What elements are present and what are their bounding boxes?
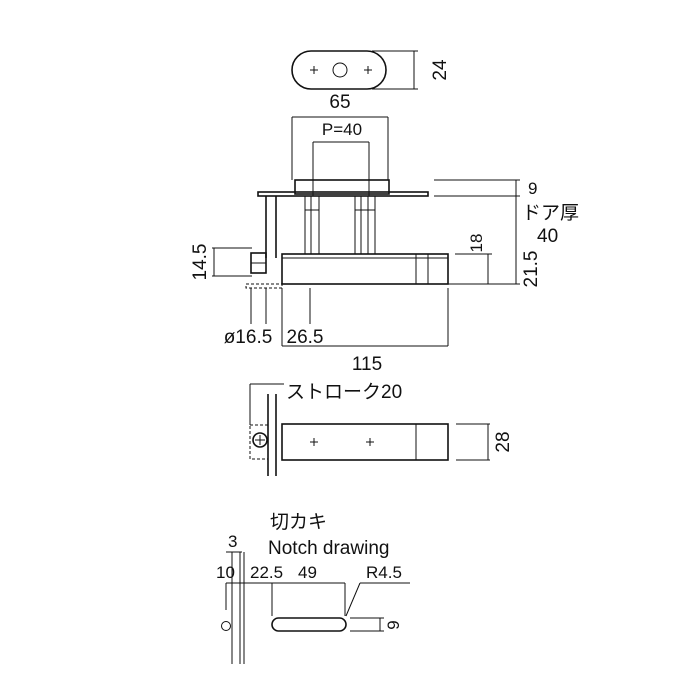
dim-18-label: 18	[467, 234, 486, 253]
knob-front-circle	[252, 432, 268, 448]
dim-49-label: 49	[298, 563, 317, 582]
latch-front-body	[281, 423, 449, 461]
dim-9-notch-label: 9	[384, 620, 403, 629]
knob-hidden-box	[249, 424, 269, 460]
door-thickness-label: ドア厚	[522, 203, 579, 224]
top-view: 24	[291, 50, 451, 90]
center-hole	[332, 62, 348, 78]
leader-r4-5-diag	[345, 582, 361, 617]
screw-post-left	[304, 195, 320, 255]
dim-r4-5-label: R4.5	[366, 563, 402, 582]
stroke-label: ストローク20	[286, 381, 402, 403]
dim-115-label: 115	[352, 354, 382, 375]
dim-10-label: 10	[216, 563, 235, 582]
mounting-plate	[257, 191, 429, 197]
dim-65-label: 65	[329, 92, 350, 113]
notch-title-jp: 切カキ	[270, 512, 327, 533]
latch-body	[281, 253, 449, 285]
escutcheon-side	[294, 179, 390, 195]
screw-post-right	[354, 195, 376, 255]
dim-22-5-label: 22.5	[250, 563, 283, 582]
dim-14-5-label: 14.5	[190, 244, 211, 281]
knob-hole	[221, 621, 231, 631]
side-view: 65 P=40 14.5 9 ドア厚 40	[190, 92, 579, 375]
notch-title-en: Notch drawing	[268, 538, 389, 559]
escutcheon-outline	[291, 50, 387, 90]
dim-9-label: 9	[528, 179, 537, 198]
dim-21-5-label: 21.5	[521, 251, 542, 288]
dim-26-5-label: 26.5	[287, 327, 324, 348]
dim-dia-16-5-label: ø16.5	[224, 327, 273, 348]
dim-28-label: 28	[493, 431, 514, 452]
dim-3-label: 3	[228, 532, 237, 551]
front-view: ストローク20 28	[249, 381, 514, 476]
hidden-edge	[245, 283, 283, 289]
door-thickness-value: 40	[537, 226, 558, 247]
dim-24-label: 24	[430, 59, 451, 81]
notch-slot	[271, 617, 347, 632]
notch-drawing: 切カキ Notch drawing 3 10 22.5 49 R4.5 9	[216, 512, 410, 664]
dim-p40-label: P=40	[322, 120, 362, 139]
